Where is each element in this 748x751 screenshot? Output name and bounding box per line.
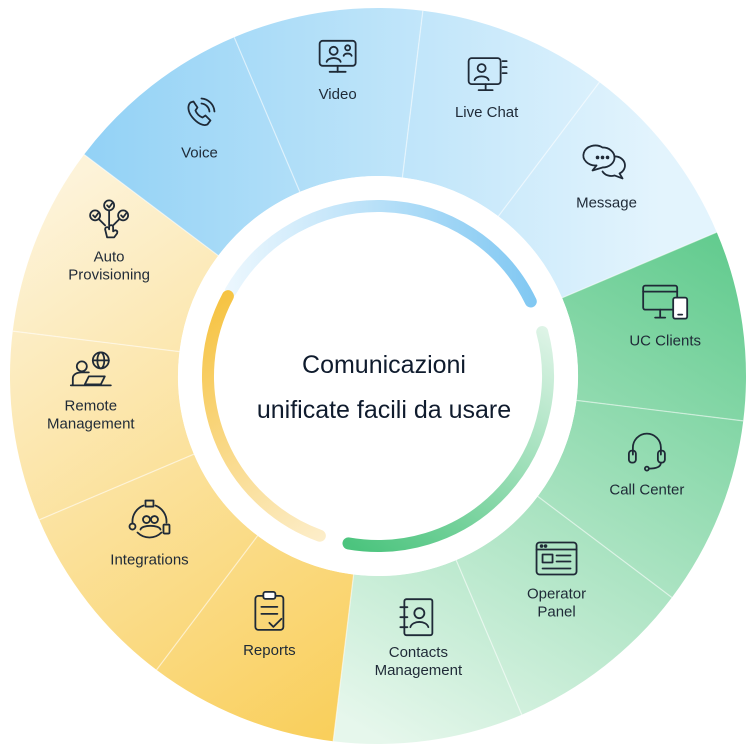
live-chat-icon [467, 57, 508, 92]
integration-network-icon [128, 499, 171, 539]
divider-reports [332, 574, 355, 742]
divider-call-center [576, 399, 744, 422]
segment-call-center [537, 400, 744, 598]
label-auto-provisioning-line-2: Provisioning [68, 266, 150, 283]
contact-book-icon [399, 598, 434, 637]
label-operator-panel-line-1: Operator [527, 586, 586, 603]
label-integrations: Integrations [110, 552, 188, 569]
divider-message [497, 81, 600, 217]
divider-remote-management [39, 453, 195, 521]
segments-layer [9, 8, 746, 744]
divider-live-chat [401, 10, 424, 178]
center-disc [178, 176, 578, 576]
headset-icon [627, 432, 666, 472]
label-contacts-management-line-1: Contacts [389, 644, 448, 661]
icons-layer [69, 39, 689, 637]
segment-reports [156, 535, 354, 742]
label-message: Message [576, 194, 637, 211]
segment-integrations [39, 454, 258, 670]
divider-uc-clients [561, 231, 717, 299]
label-live-chat: Live Chat [455, 104, 519, 121]
segment-operator-panel [456, 496, 672, 715]
inner-arc-green [342, 326, 554, 552]
inner-arc-yellow [202, 290, 326, 542]
video-conference-icon [318, 39, 357, 73]
divider-operator-panel [537, 495, 673, 598]
label-contacts-management-line-2: Management [375, 662, 463, 679]
segment-voice [84, 37, 300, 256]
divider-auto-provisioning [12, 330, 180, 353]
label-voice: Voice [181, 144, 218, 161]
clipboard-check-icon [254, 590, 285, 631]
divider-integrations [156, 535, 259, 671]
dividers-layer [12, 10, 744, 742]
panel-window-icon [535, 541, 578, 576]
center-title-line-1: Comunicazioni [302, 351, 466, 379]
label-call-center: Call Center [609, 482, 684, 499]
label-remote-management-line-2: Management [47, 415, 135, 432]
inner-arc-blue [224, 200, 537, 308]
label-video: Video [319, 86, 357, 103]
segment-message [498, 82, 717, 298]
desktop-mobile-icon [642, 284, 689, 320]
center-title-line-2: unificate facili da usare [257, 396, 511, 424]
chat-bubbles-icon [582, 144, 626, 180]
segment-remote-management [9, 331, 194, 520]
remote-globe-icon [69, 351, 112, 387]
segment-uc-clients [562, 232, 746, 421]
label-uc-clients: UC Clients [629, 333, 701, 350]
divider-voice [83, 154, 219, 257]
auto-provision-icon [89, 199, 130, 239]
segment-auto-provisioning [12, 154, 219, 352]
segment-video [234, 8, 423, 192]
label-remote-management-line-1: Remote [65, 397, 118, 414]
divider-video [233, 37, 301, 193]
divider-contacts-management [455, 559, 523, 715]
segment-contacts-management [333, 560, 522, 744]
phone-call-icon [187, 97, 216, 126]
segment-live-chat [402, 10, 600, 217]
label-reports: Reports [243, 642, 296, 659]
inner-arcs [202, 200, 554, 552]
label-auto-provisioning-line-1: Auto [94, 248, 125, 265]
label-operator-panel-line-2: Panel [537, 604, 575, 621]
